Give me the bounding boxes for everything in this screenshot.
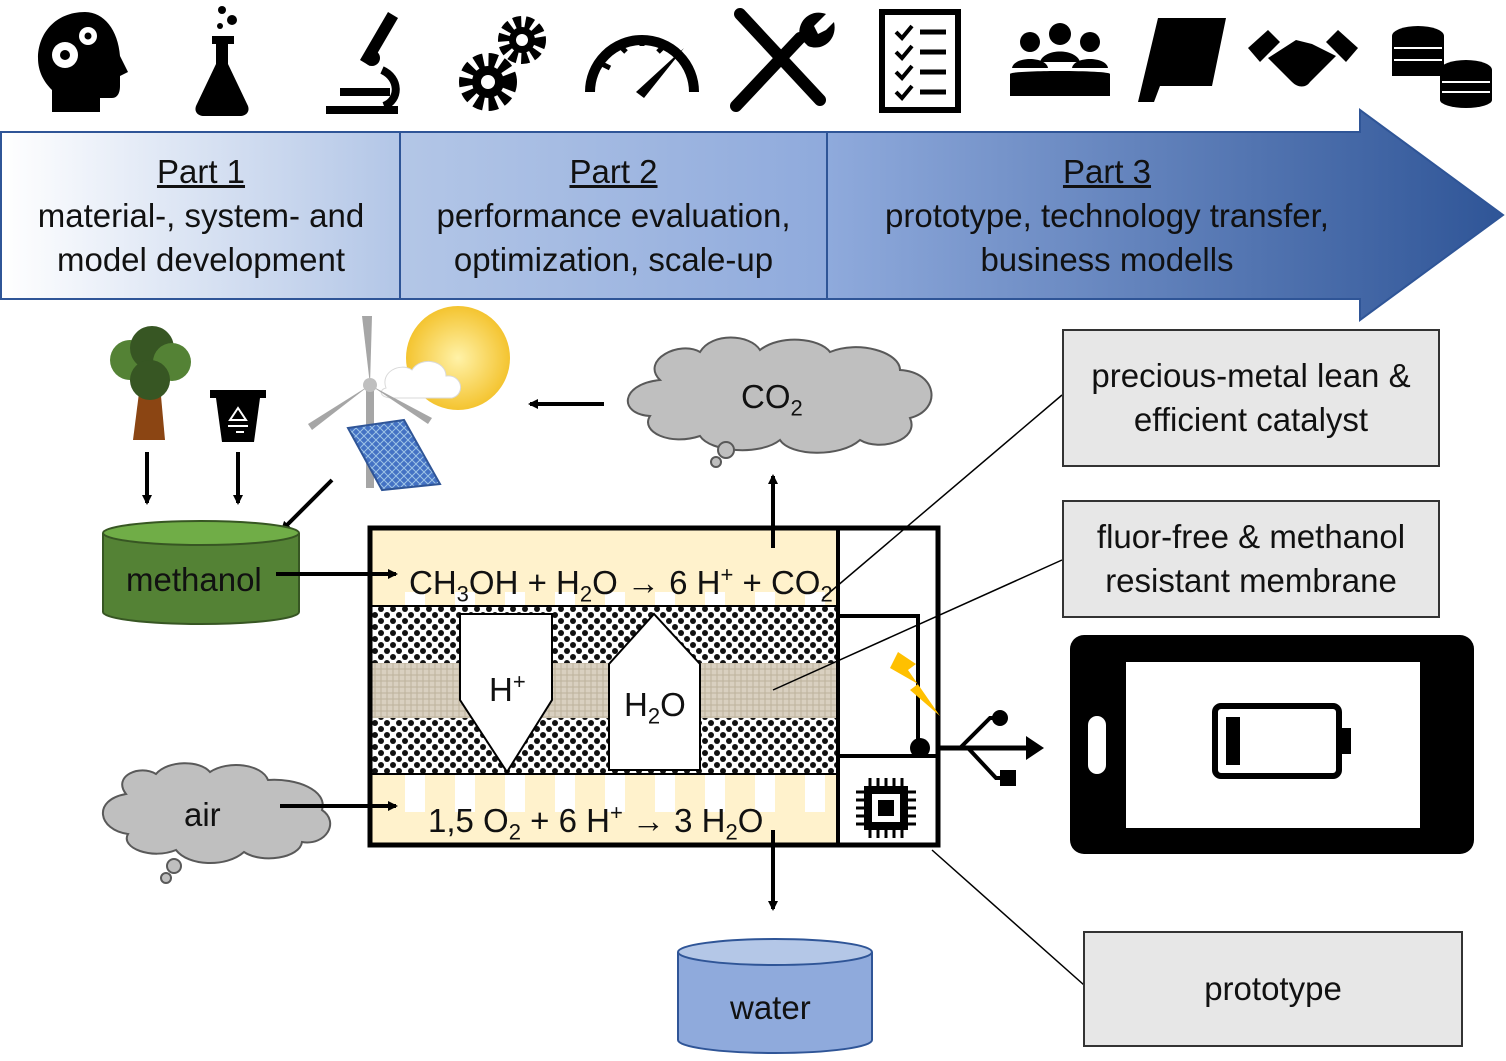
catalyst-line1: precious-metal lean & [1091,357,1411,394]
part-1-line1: material-, system- and [37,197,365,234]
part-2-heading: Part 2 [569,153,658,190]
recycle-bin-icon [210,390,266,442]
microscope-icon [326,12,400,114]
water-label: water [730,989,811,1026]
tools-icon [730,8,835,112]
phase-arrow [0,108,1505,322]
prototype-label: prototype [1204,970,1342,1007]
fuel-cell [367,525,941,848]
paper-icon [1138,18,1226,102]
anode-arrow: → [626,564,660,601]
part-1-line2: model development [56,241,345,278]
catalyst-label-box: precious-metal lean & efficient catalyst [1062,329,1440,467]
air-label: air [184,796,221,833]
co2-cloud [626,336,933,468]
part-2-line1: performance evaluation, [436,197,791,234]
meeting-icon [1010,23,1110,96]
prototype-label-box: prototype [1083,931,1463,1047]
part-2-text: Part 2 performance evaluation, optimizat… [400,150,827,282]
checklist-icon [879,9,961,113]
handshake-icon [1248,30,1358,87]
methanol-label: methanol [126,561,262,598]
part-3-line2: business modells [980,241,1234,278]
air-cloud [102,762,332,884]
cathode-arrow: → [631,802,665,839]
renewable-energy-icon [308,306,510,492]
flask-icon [195,6,249,116]
part-1-heading: Part 1 [156,153,246,190]
tree-icon [110,326,191,440]
coins-icon [1392,26,1492,108]
cathode-reaction: 1,5 O2 + 6 H+ → 3 H2O [428,800,764,845]
membrane-line1: fluor-free & methanol [1096,518,1406,555]
brain-gears-icon [38,12,128,112]
part-3-text: Part 3 prototype, technology transfer, b… [827,150,1387,282]
anode-reaction: CH3OH + H2O → 6 H+ + CO2 [409,562,833,607]
lightning-icon [890,652,940,716]
membrane-label-box: fluor-free & methanol resistant membrane [1062,500,1440,618]
proton-label: H+ [489,669,526,708]
part-3-heading: Part 3 [1062,153,1152,190]
part-1-text: Part 1 material-, system- and model deve… [2,150,400,282]
usb-icon [938,710,1044,786]
part-3-line1: prototype, technology transfer, [885,197,1329,234]
catalyst-line2: efficient catalyst [1133,401,1369,438]
methanol-tank [102,520,300,625]
gears-icon [459,16,546,111]
water-tank [677,938,873,1054]
phone-icon [1070,635,1474,854]
co2-label: CO2 [741,378,803,421]
water-molecule-label: H2O [624,686,686,729]
battery-low-icon [1212,703,1351,779]
part-2-line2: optimization, scale-up [453,241,774,278]
membrane-line2: resistant membrane [1105,562,1397,599]
chip-icon [856,778,916,838]
speedometer-icon [585,35,699,98]
